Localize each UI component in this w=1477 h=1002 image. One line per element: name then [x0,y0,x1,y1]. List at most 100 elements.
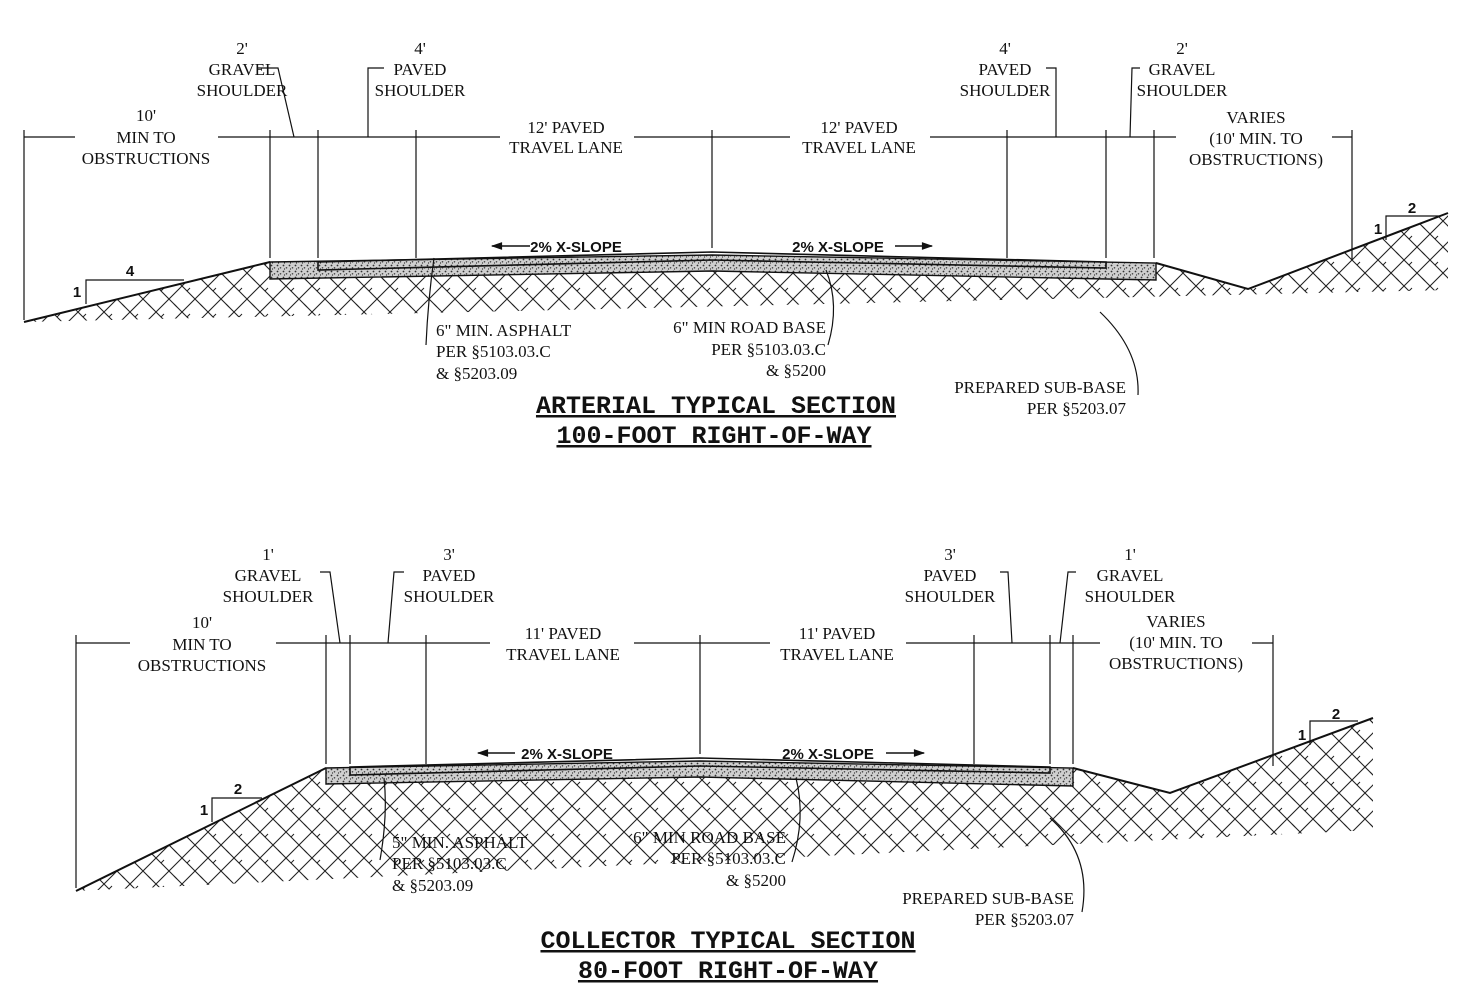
arterial-base-1: 6" MIN ROAD BASE [673,318,826,337]
collector-gravel-left-1: 1' [262,545,274,564]
collector-gravel-left-leader [320,571,341,644]
arterial-ratio-right-run: 2 [1408,200,1416,217]
arterial-asphalt-3: & §5203.09 [436,364,517,383]
arterial-paved-left-3: SHOULDER [375,81,466,100]
arterial-paved-right-leader [1046,67,1057,137]
arterial-left-clear-1: 10' [136,106,156,125]
arterial-extension-lines [23,130,1353,320]
arterial-paved-left-leader [367,67,384,137]
arterial-paved-right-2: PAVED [979,60,1032,79]
collector-base-1: 6" MIN ROAD BASE [633,828,786,847]
arterial-gravel-left-3: SHOULDER [197,81,288,100]
collector-asphalt-3: & §5203.09 [392,876,473,895]
arterial-gravel-right-1: 2' [1176,39,1188,58]
collector-paved-right-leader [1000,571,1013,644]
collector-ratio-right-rise: 1 [1298,727,1306,744]
collector-gravel-left-2: GRAVEL [235,566,302,585]
collector-road-base [325,760,1074,787]
collector-subbase-leader [1049,817,1085,913]
arterial-lane-right-1: 12' PAVED [820,118,897,137]
arterial-subbase-2: PER §5203.07 [1027,399,1127,418]
arterial-right-slope-ratio-icon [1385,215,1440,240]
arterial-title: ARTERIAL TYPICAL SECTION [536,392,896,421]
collector-base-leader [791,777,801,863]
collector-section [75,571,1374,913]
collector-gravel-right-leader [1059,571,1076,644]
arterial-right-clear-1: VARIES [1226,108,1285,127]
collector-paved-right-3: SHOULDER [905,587,996,606]
collector-left-clear-1: 10' [192,613,212,632]
collector-lane-left-1: 11' PAVED [525,624,602,643]
collector-slope-left-label: 2% X-SLOPE [521,746,613,763]
collector-base-2: PER §5103.03.C [671,849,786,868]
collector-paved-left-2: PAVED [423,566,476,585]
collector-lane-right-2: TRAVEL LANE [780,645,894,664]
collector-ratio-left-rise: 1 [200,802,208,819]
collector-gravel-right-1: 1' [1124,545,1136,564]
arterial-base-2: PER §5103.03.C [711,340,826,359]
collector-ratio-right-run: 2 [1332,706,1340,723]
collector-gravel-right-3: SHOULDER [1085,587,1176,606]
arterial-slope-right-label: 2% X-SLOPE [792,239,884,256]
arterial-paved-right-1: 4' [999,39,1011,58]
arterial-paved-right-3: SHOULDER [960,81,1051,100]
arterial-labels: 10' MIN TO OBSTRUCTIONS 2' GRAVEL SHOULD… [73,39,1416,301]
arterial-ratio-right-rise: 1 [1374,221,1382,238]
arterial-subtitle: 100-FOOT RIGHT-OF-WAY [556,422,871,451]
arterial-ratio-left-run: 4 [126,263,135,280]
arterial-gravel-right-3: SHOULDER [1137,81,1228,100]
arterial-paved-left-2: PAVED [394,60,447,79]
collector-slope-right-label: 2% X-SLOPE [782,746,874,763]
arterial-callouts: 6" MIN. ASPHALT PER §5103.03.C & §5203.0… [436,318,1126,451]
arterial-road-base [269,254,1157,281]
arterial-base-3: & §5200 [766,361,826,380]
collector-title: COLLECTOR TYPICAL SECTION [540,927,915,956]
collector-paved-left-3: SHOULDER [404,587,495,606]
arterial-slope-left-label: 2% X-SLOPE [530,239,622,256]
arterial-subbase-leader [1099,311,1139,396]
arterial-right-clear-3: OBSTRUCTIONS) [1189,150,1323,169]
collector-labels: 10' MIN TO OBSTRUCTIONS 1' GRAVEL SHOULD… [138,545,1340,819]
arterial-asphalt-1: 6" MIN. ASPHALT [436,321,572,340]
collector-asphalt-leader [379,777,386,861]
collector-ratio-left-run: 2 [234,781,242,798]
arterial-lane-left-2: TRAVEL LANE [509,138,623,157]
arterial-lane-right-2: TRAVEL LANE [802,138,916,157]
arterial-gravel-left-2: GRAVEL [209,60,276,79]
collector-right-slope-ratio-icon [1309,720,1358,745]
collector-lane-right-1: 11' PAVED [799,624,876,643]
arterial-gravel-right-leader [1129,67,1140,138]
collector-gravel-left-3: SHOULDER [223,587,314,606]
collector-gravel-right-2: GRAVEL [1097,566,1164,585]
arterial-paved-left-1: 4' [414,39,426,58]
collector-paved-right-1: 3' [944,545,956,564]
arterial-gravel-right-2: GRAVEL [1149,60,1216,79]
collector-left-clear-3: OBSTRUCTIONS [138,656,266,675]
collector-subtitle: 80-FOOT RIGHT-OF-WAY [578,957,878,986]
collector-left-clear-2: MIN TO [172,635,231,654]
arterial-subbase-1: PREPARED SUB-BASE [954,378,1126,397]
arterial-left-clear-3: OBSTRUCTIONS [82,149,210,168]
arterial-asphalt-surface [317,251,1107,271]
collector-left-slope-ratio-icon [211,797,262,822]
collector-right-clear-2: (10' MIN. TO [1129,633,1223,652]
collector-callouts: 5" MIN. ASPHALT PER §5103.03.C & §5203.0… [392,828,1074,986]
collector-subbase-2: PER §5203.07 [975,910,1075,929]
collector-ground-line [75,717,1374,892]
arterial-lane-left-1: 12' PAVED [527,118,604,137]
collector-paved-left-1: 3' [443,545,455,564]
arterial-ground-line [23,212,1449,323]
arterial-asphalt-2: PER §5103.03.C [436,342,551,361]
collector-asphalt-1: 5" MIN. ASPHALT [392,833,528,852]
arterial-base-leader [825,269,835,346]
arterial-gravel-left-leader [258,67,295,138]
collector-asphalt-2: PER §5103.03.C [392,854,507,873]
arterial-gravel-left-1: 2' [236,39,248,58]
arterial-ratio-left-rise: 1 [73,284,81,301]
collector-paved-left-leader [387,571,404,644]
arterial-left-slope-ratio-icon [85,279,184,304]
arterial-right-clear-2: (10' MIN. TO [1209,129,1303,148]
collector-right-clear-3: OBSTRUCTIONS) [1109,654,1243,673]
collector-paved-right-2: PAVED [924,566,977,585]
